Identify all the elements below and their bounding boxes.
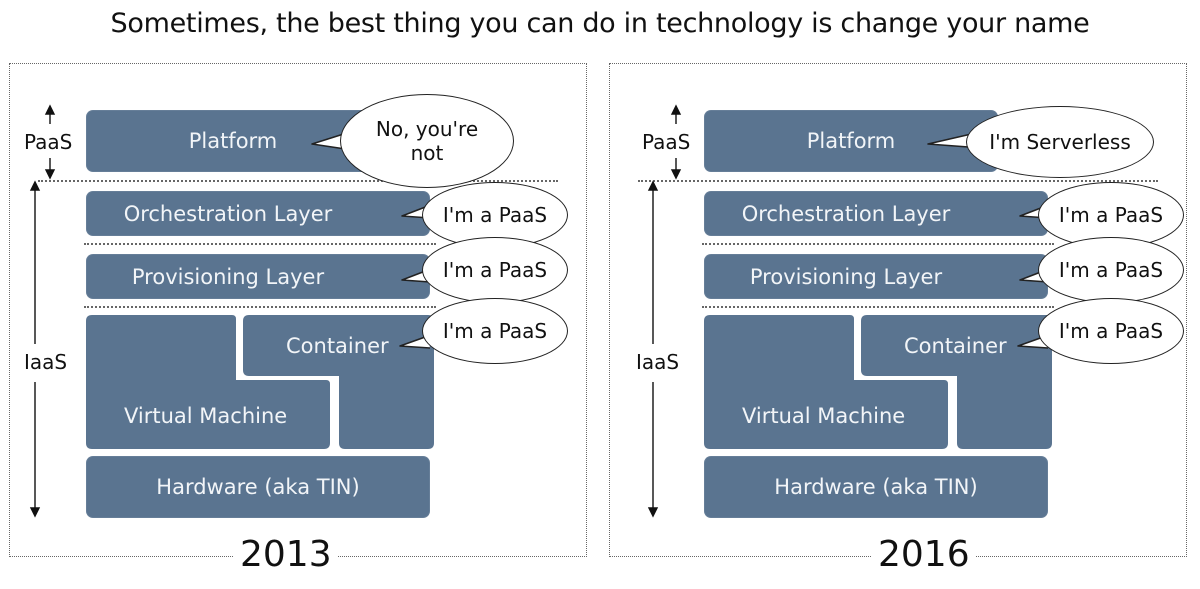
container-label: Container [286, 334, 389, 358]
paas-label: PaaS [642, 130, 691, 154]
provisioning-block: Provisioning Layer [704, 254, 1048, 299]
provisioning-block: Provisioning Layer [86, 254, 430, 299]
arrow-up-icon [44, 104, 56, 115]
provisioning-bubble: I'm a PaaS [1038, 237, 1184, 303]
arrow-down-icon [670, 169, 682, 180]
orchestration-block: Orchestration Layer [86, 191, 430, 236]
platform-label: Platform [806, 129, 896, 153]
paas-iaas-separator [38, 180, 558, 182]
orchestration-label: Orchestration Layer [741, 201, 951, 226]
headline: Sometimes, the best thing you can do in … [110, 8, 1090, 39]
orchestration-block: Orchestration Layer [704, 191, 1048, 236]
scope-arrows [647, 104, 682, 518]
virtual-machine-shape [86, 315, 330, 449]
separator-line [84, 306, 436, 308]
arrow-up-icon [647, 180, 659, 191]
arrow-up-icon [670, 104, 682, 115]
orchestration-bubble: I'm a PaaS [422, 182, 568, 248]
arrow-down-icon [29, 507, 41, 518]
separator-line [702, 243, 1054, 245]
container-label: Container [904, 334, 1007, 358]
scope-arrows [29, 104, 56, 518]
paas-label: PaaS [24, 130, 73, 154]
year-label: 2013 [234, 534, 338, 575]
iaas-label: IaaS [636, 350, 680, 374]
panel-2013: Platform Orchestration Layer Provisionin… [9, 63, 587, 575]
paas-iaas-separator [638, 180, 1158, 182]
platform-label: Platform [188, 129, 278, 153]
year-label: 2016 [872, 534, 976, 575]
arrow-down-icon [647, 507, 659, 518]
provisioning-label: Provisioning Layer [131, 264, 325, 289]
virtual-machine-label: Virtual Machine [124, 404, 288, 428]
platform-bubble: No, you're not [340, 94, 514, 188]
panel-2016: Platform Orchestration Layer Provisionin… [609, 63, 1187, 575]
container-bubble: I'm a PaaS [1038, 298, 1184, 364]
container-shape [861, 315, 1052, 449]
iaas-label: IaaS [24, 350, 68, 374]
vm-container-shapes [704, 315, 1052, 449]
provisioning-bubble: I'm a PaaS [422, 237, 568, 303]
virtual-machine-shape [704, 315, 948, 449]
arrow-down-icon [44, 169, 56, 180]
virtual-machine-label: Virtual Machine [742, 404, 906, 428]
hardware-label: Hardware (aka TIN) [774, 475, 978, 499]
container-shape [243, 315, 434, 449]
vm-container-shapes [86, 315, 434, 449]
hardware-block: Hardware (aka TIN) [86, 456, 430, 518]
hardware-block: Hardware (aka TIN) [704, 456, 1048, 518]
separator-line [702, 306, 1054, 308]
provisioning-label: Provisioning Layer [749, 264, 943, 289]
container-bubble: I'm a PaaS [422, 298, 568, 364]
arrow-up-icon [29, 180, 41, 191]
bubble-tail [399, 335, 431, 349]
hardware-label: Hardware (aka TIN) [156, 475, 360, 499]
platform-bubble: I'm Serverless [966, 106, 1154, 178]
orchestration-label: Orchestration Layer [123, 201, 333, 226]
separator-line [84, 243, 436, 245]
